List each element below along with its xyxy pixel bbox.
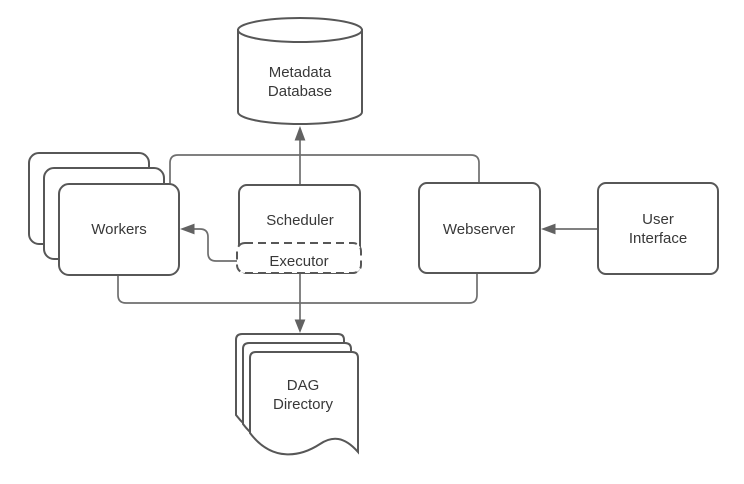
arrowhead-left-webserver [541,223,556,235]
dag-directory-label-line1: DAG [287,377,320,394]
user-interface-box [597,182,719,275]
scheduler-node: Scheduler Executor [236,184,362,274]
user-interface-label-line1: User [642,211,674,228]
workers-node: Workers [28,152,180,276]
edge-executor-to-workers [194,228,237,262]
webserver-box [418,182,541,274]
dag-directory-node: DAG Directory [235,333,359,456]
executor-box [236,242,362,274]
metadata-database-label-line2: Database [268,83,332,100]
edge-workers-webserver-top-link [169,154,480,184]
executor-label: Executor [269,253,328,270]
edge-workers-webserver-bottom-link [117,273,478,304]
edges-layer [117,126,598,333]
user-interface-node: User Interface [597,182,719,275]
arrowhead-left-workers [180,223,195,235]
database-cylinder-top [237,17,363,43]
webserver-node: Webserver [418,182,541,274]
workers-stack-front-card [58,183,180,276]
dag-directory-label-line2: Directory [273,396,334,413]
metadata-database-label-line1: Metadata [269,64,332,81]
database-cylinder-body [237,29,363,125]
metadata-database-node: Metadata Database [237,17,363,125]
scheduler-label: Scheduler [266,212,334,229]
arrowhead-up-metadata-database [294,126,306,141]
arrowhead-down-dag-directory [294,319,306,333]
workers-label: Workers [91,221,147,238]
webserver-label: Webserver [443,221,515,238]
dag-stack-front-document [249,351,359,456]
user-interface-label-line2: Interface [629,230,687,247]
